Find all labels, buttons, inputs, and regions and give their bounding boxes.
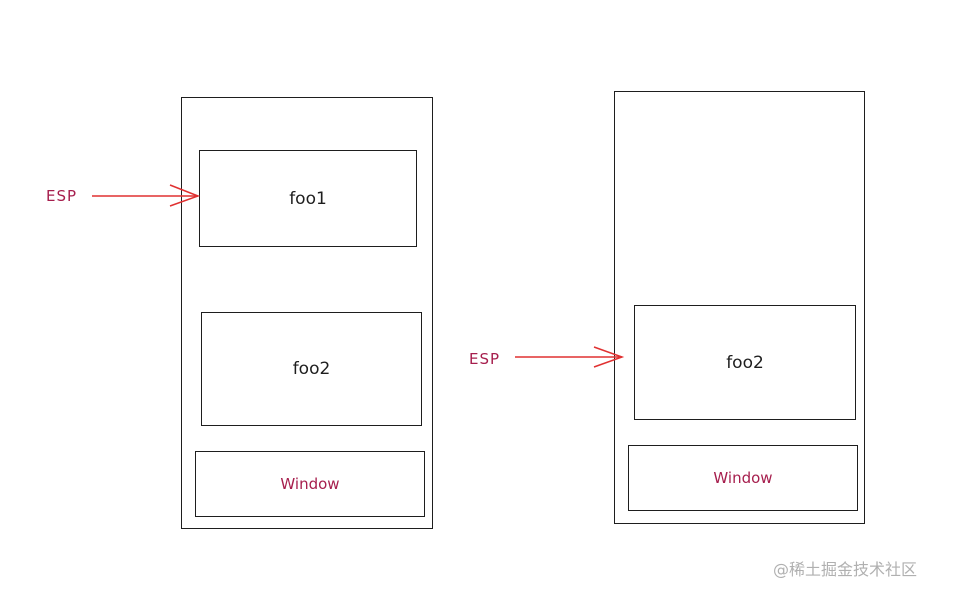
foo2-label: foo2 (292, 359, 331, 379)
right-esp-arrow (515, 346, 625, 368)
left-esp-arrow (92, 184, 201, 207)
window-label: Window (280, 475, 340, 493)
left-esp-label: ESP (46, 187, 78, 205)
watermark: @稀土掘金技术社区 (773, 560, 918, 579)
right-esp-label: ESP (469, 350, 501, 368)
left-foo1-block: foo1 (199, 150, 417, 247)
right-window-block: Window (628, 445, 858, 511)
right-foo2-block: foo2 (634, 305, 856, 420)
right-stack-frame (614, 91, 865, 524)
left-window-block: Window (195, 451, 425, 517)
window-label: Window (713, 469, 773, 487)
left-foo2-block: foo2 (201, 312, 422, 426)
foo1-label: foo1 (289, 188, 327, 209)
foo2-label: foo2 (726, 352, 764, 373)
left-stack-frame (181, 97, 433, 529)
